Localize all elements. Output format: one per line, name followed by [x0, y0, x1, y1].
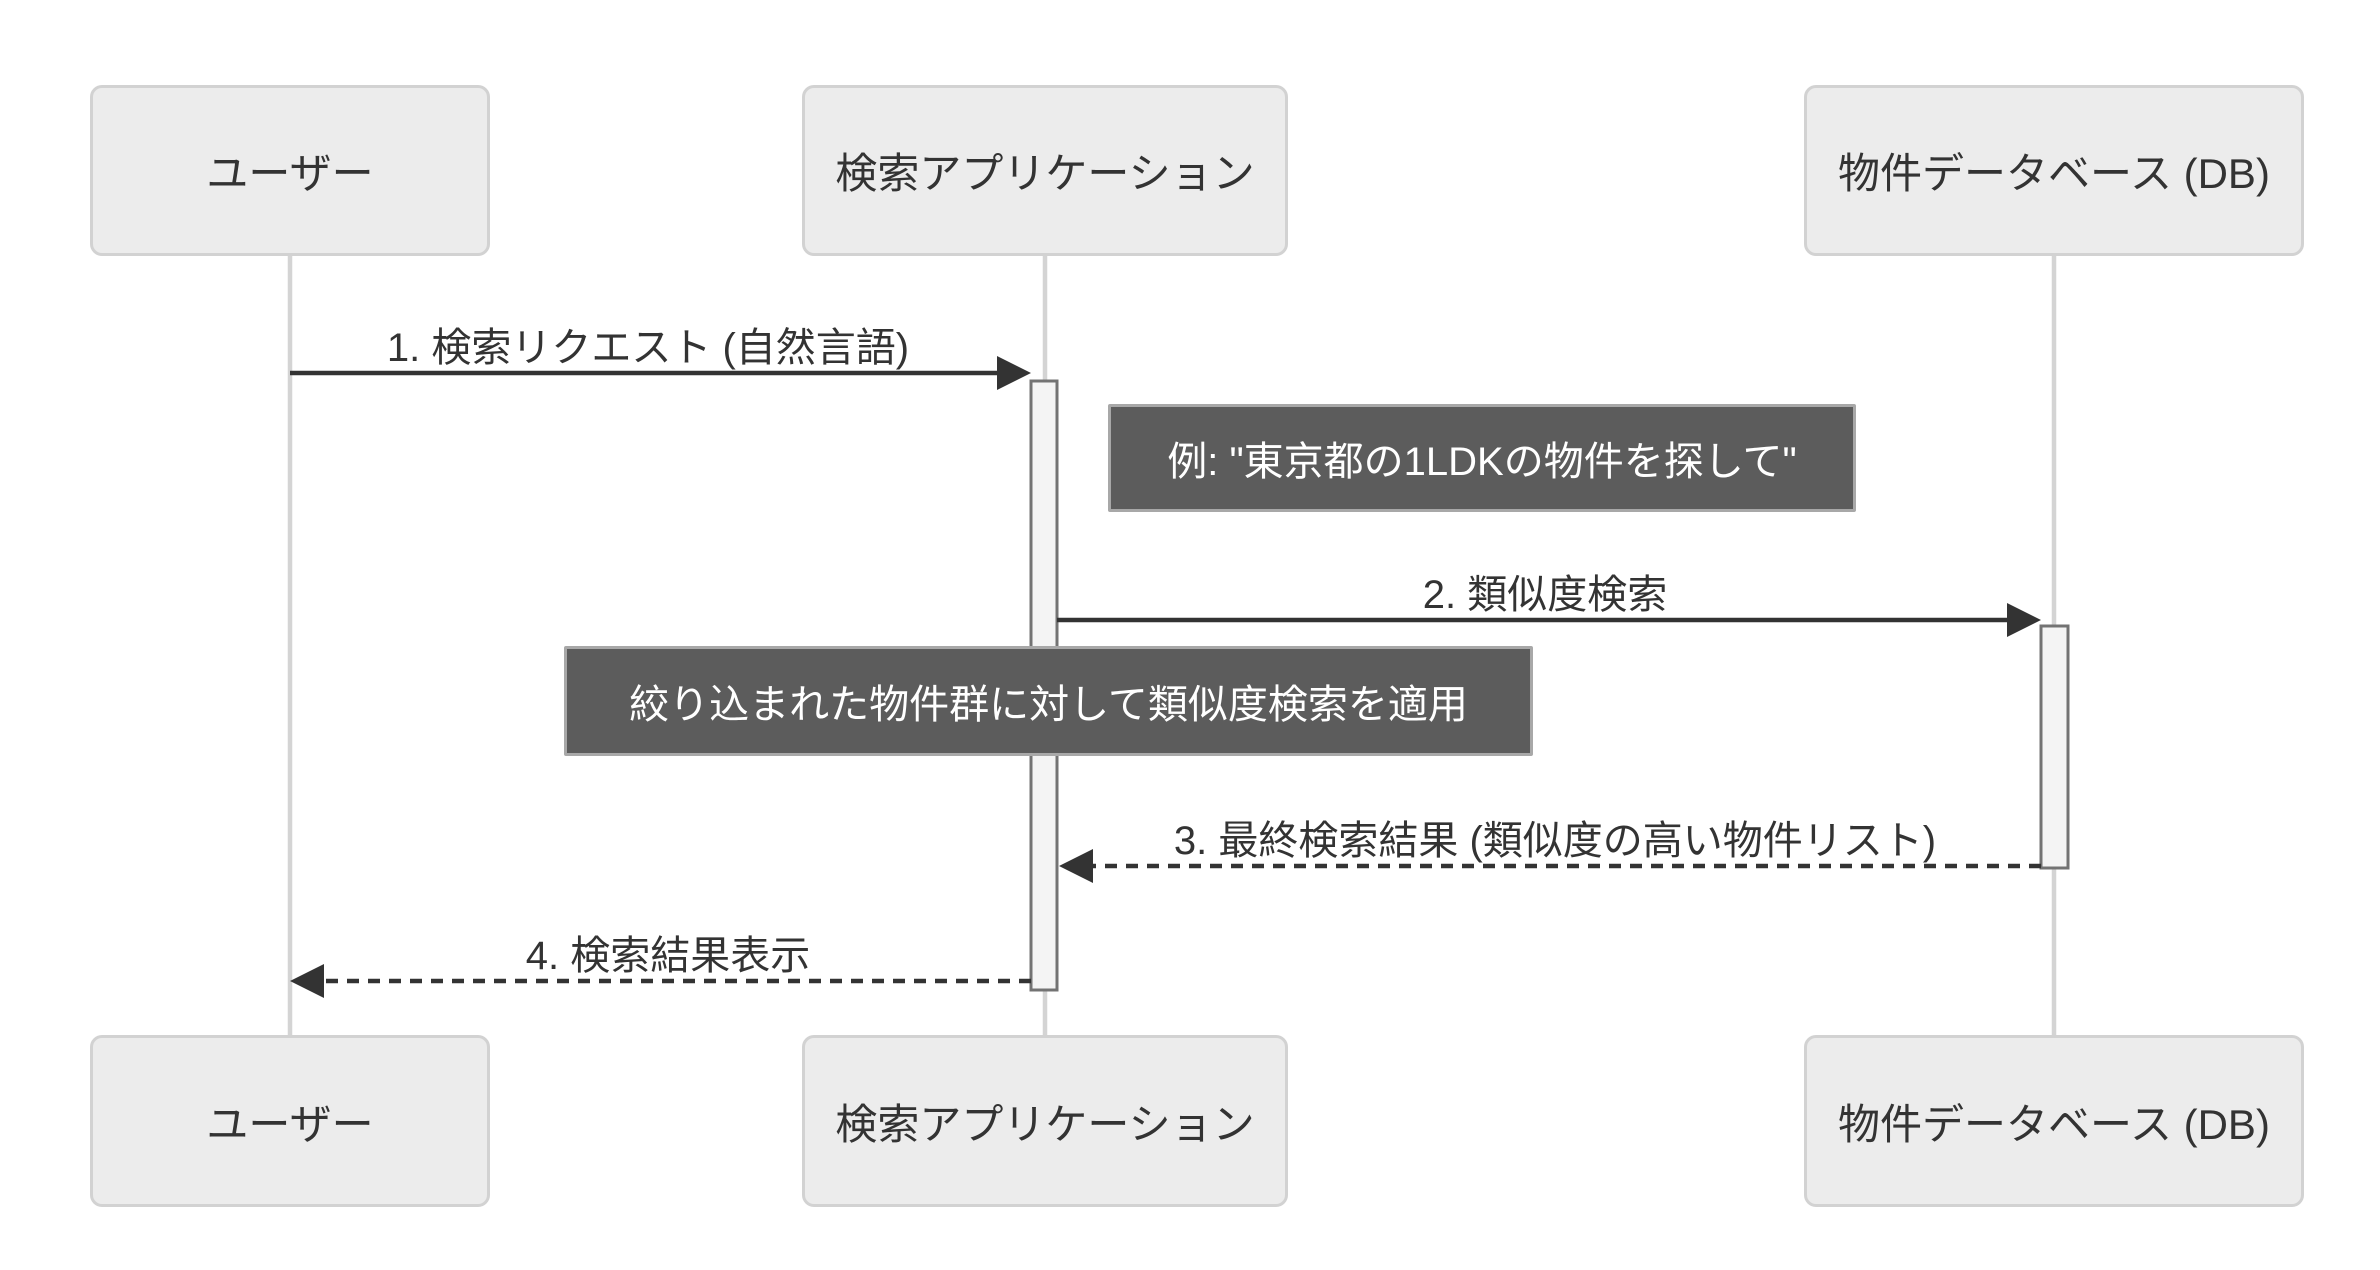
message-4-arrow [290, 964, 1031, 998]
message-2-arrowhead-icon [2007, 603, 2041, 637]
message-1-label: 1. 検索リクエスト (自然言語) [386, 326, 910, 370]
actor-top-user: ユーザー [90, 85, 490, 256]
actor-bottom-search-app: 検索アプリケーション [802, 1035, 1288, 1207]
actor-top-search-app-label: 検索アプリケーション [835, 150, 1255, 197]
note-example-query: 例: "東京都の1LDKの物件を探して" [1108, 404, 1856, 512]
message-4-label: 4. 検索結果表示 [525, 934, 811, 978]
message-3-label: 3. 最終検索結果 (類似度の高い物件リスト) [1173, 819, 1937, 863]
actor-bottom-property-db: 物件データベース (DB) [1804, 1035, 2304, 1207]
actor-bottom-property-db-label: 物件データベース (DB) [1838, 1100, 2270, 1148]
activation-bar-property-db [2039, 624, 2070, 870]
message-2-label: 2. 類似度検索 [1422, 573, 1668, 617]
actor-bottom-search-app-label: 検索アプリケーション [835, 1100, 1255, 1148]
message-1-arrow [290, 356, 1031, 390]
actor-bottom-user: ユーザー [90, 1035, 490, 1207]
actor-top-property-db: 物件データベース (DB) [1804, 85, 2304, 256]
message-3-arrowhead-icon [1059, 849, 1093, 883]
actor-top-user-label: ユーザー [206, 150, 374, 197]
message-3-arrow [1059, 849, 2041, 883]
message-1-arrowhead-icon [997, 356, 1031, 390]
note-similarity-scope: 絞り込まれた物件群に対して類似度検索を適用 [564, 646, 1533, 756]
note-similarity-scope-text: 絞り込まれた物件群に対して類似度検索を適用 [629, 683, 1468, 727]
actor-bottom-user-label: ユーザー [206, 1100, 374, 1148]
message-2-arrow [1057, 603, 2041, 637]
note-example-query-text: 例: "東京都の1LDKの物件を探して" [1167, 440, 1797, 484]
actor-top-property-db-label: 物件データベース (DB) [1838, 150, 2270, 197]
message-4-arrowhead-icon [290, 964, 324, 998]
actor-top-search-app: 検索アプリケーション [802, 85, 1288, 256]
